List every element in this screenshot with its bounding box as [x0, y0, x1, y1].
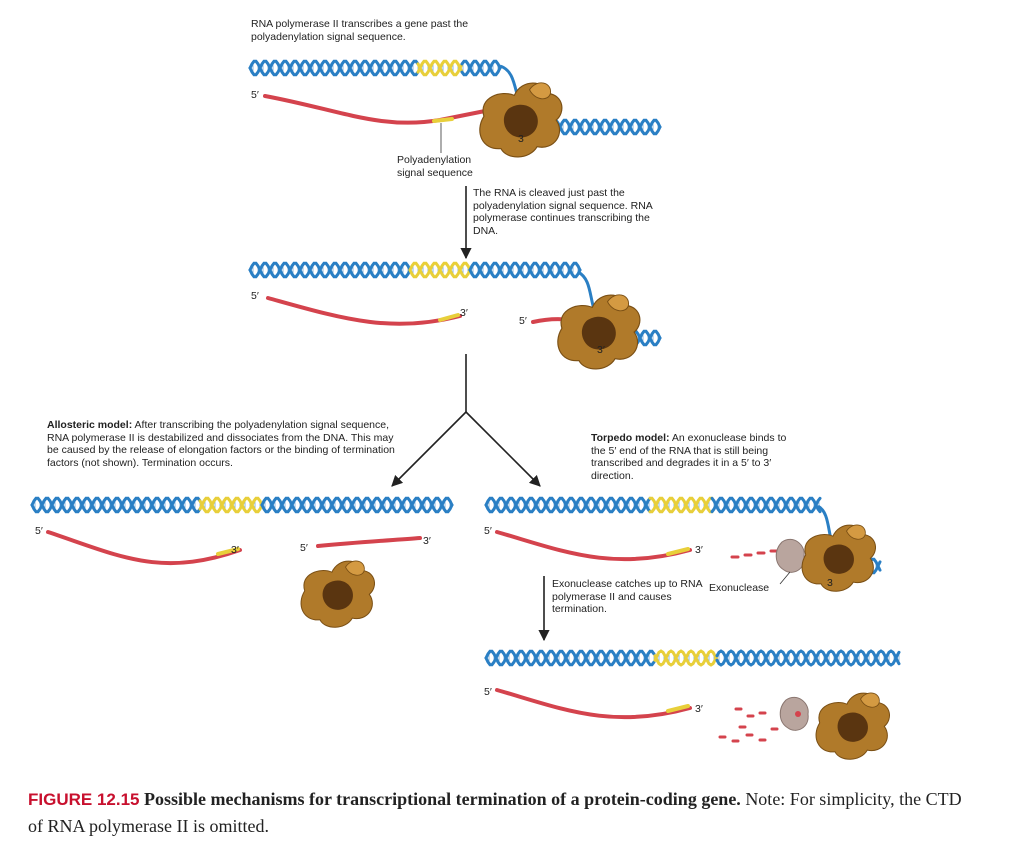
diagram-art [30, 59, 901, 760]
five-prime-label: 5′ [251, 89, 259, 101]
exonuclease-final [779, 696, 809, 731]
torpedo-heading: Torpedo model: [591, 432, 670, 444]
five-prime-label: 5′ [484, 686, 492, 698]
exonuclease-torpedo [775, 538, 805, 573]
figure-title: Possible mechanisms for transcriptional … [144, 789, 741, 809]
dna-helix-allosteric [30, 496, 454, 514]
dna-helix-step1 [248, 59, 502, 77]
rna-fragments-final [718, 707, 779, 743]
cleavage-label: The RNA is cleaved just past the polyade… [473, 187, 653, 237]
rna-polymerase-step2 [557, 294, 641, 370]
process-arrows [391, 123, 791, 642]
exonuclease-pointer [779, 571, 791, 585]
three-prime-label: 3′ [231, 544, 239, 556]
three-prime-label: 3′ [597, 344, 605, 356]
dna-helix-step2 [248, 261, 582, 279]
three-prime-label: 3′ [460, 307, 468, 319]
dna-helix-torpedo [484, 496, 822, 514]
three-prime-label: 3′ [695, 544, 703, 556]
three-prime-label: 3′ [423, 535, 431, 547]
three-prime-label: 3 [518, 133, 524, 145]
rna-polymerase-final [815, 692, 890, 760]
figure-note: Note: For simplicity, the CTD of RNA pol… [28, 789, 962, 836]
exonuclease-catch-label: Exonuclease catches up to RNA polymerase… [552, 578, 703, 615]
polyA-signal-label: Polyadenylation signal sequence [397, 154, 473, 179]
figure-number: FIGURE 12.15 [28, 790, 140, 809]
dna-helix-final [484, 649, 901, 667]
torpedo-body: An exonuclease binds to the 5′ end of th… [591, 432, 787, 482]
rna-released-allosteric [316, 536, 422, 548]
rna-polymerase-torpedo [801, 524, 876, 592]
arrow-to-allosteric [391, 411, 467, 487]
polymerases [300, 82, 890, 760]
rna-strand-step1 [263, 94, 502, 125]
five-prime-label: 5′ [519, 315, 527, 327]
allosteric-model-text: Allosteric model: After transcribing the… [47, 419, 402, 469]
rna-strands [46, 94, 832, 743]
three-prime-label: 3 [827, 577, 833, 589]
rna-cleaved-torpedo [495, 530, 692, 562]
five-prime-label: 5′ [300, 542, 308, 554]
rna-cleaved-step2 [266, 296, 462, 326]
rna-polymerase-released [300, 560, 375, 628]
step1-label: RNA polymerase II transcribes a gene pas… [251, 18, 469, 43]
rna-cleaved-allosteric [46, 530, 242, 566]
arrow-to-torpedo [465, 411, 541, 487]
five-prime-label: 5′ [35, 525, 43, 537]
rna-polymerase-step1 [479, 82, 563, 158]
allosteric-heading: Allosteric model: [47, 419, 133, 431]
torpedo-model-text: Torpedo model: An exonuclease binds to t… [591, 432, 791, 482]
dna-helices [30, 59, 901, 667]
rna-fragments-torpedo [730, 549, 779, 559]
five-prime-label: 5′ [251, 290, 259, 302]
three-prime-label: 3′ [695, 703, 703, 715]
allosteric-body: After transcribing the polyadenylation s… [47, 419, 395, 469]
rna-cleaved-final [495, 688, 692, 720]
figure-caption: FIGURE 12.15 Possible mechanisms for tra… [28, 786, 968, 839]
rna-nucleotide [795, 711, 801, 717]
five-prime-label: 5′ [484, 525, 492, 537]
exonuclease-label: Exonuclease [709, 582, 770, 594]
